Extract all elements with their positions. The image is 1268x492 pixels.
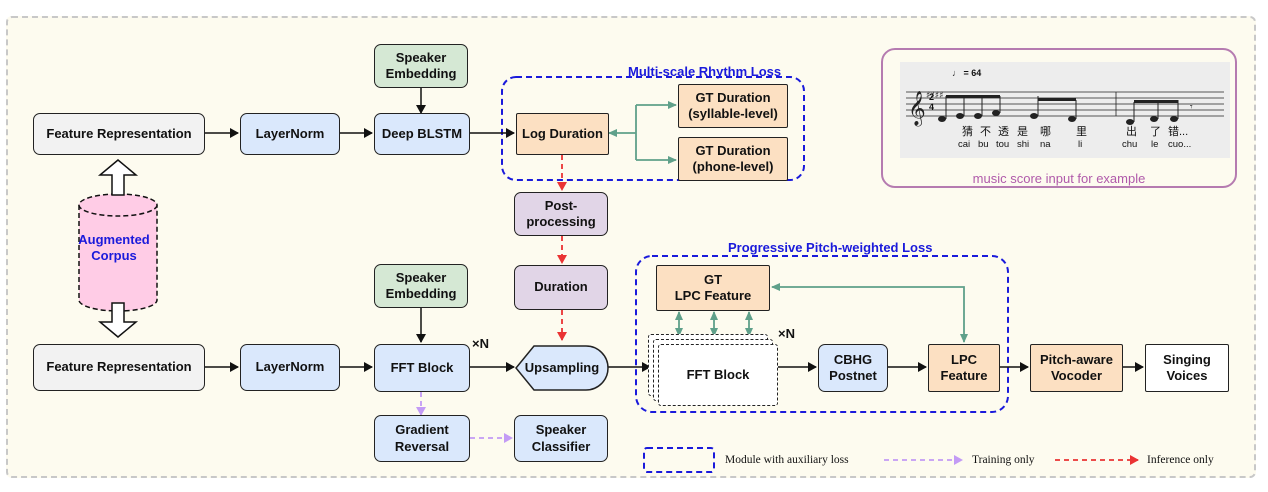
lyric-char: 了 bbox=[1150, 126, 1161, 138]
layernorm-bottom[interactable]: LayerNorm bbox=[240, 344, 340, 391]
lyric-char: 错... bbox=[1168, 126, 1189, 138]
fft-block[interactable]: FFT Block bbox=[374, 344, 470, 392]
lyric-pinyin: cuo... bbox=[1168, 139, 1192, 150]
lyric-pinyin: bu bbox=[978, 139, 989, 150]
multiscale-loss-title: Multi-scale Rhythm Loss bbox=[628, 64, 782, 79]
lyric-char: 里 bbox=[1076, 126, 1087, 138]
lyric-char: 不 bbox=[980, 126, 991, 138]
tempo-mark: ♩ = 64 bbox=[952, 68, 982, 78]
lyric-pinyin: chu bbox=[1122, 139, 1138, 150]
layernorm-top[interactable]: LayerNorm bbox=[240, 113, 340, 155]
speaker-embedding-top[interactable]: Speaker Embedding bbox=[374, 44, 468, 88]
time-sig-top: 2 bbox=[929, 92, 935, 102]
speaker-embedding-bottom[interactable]: Speaker Embedding bbox=[374, 264, 468, 308]
teal-link bbox=[771, 283, 968, 343]
lyric-char: 猜 bbox=[962, 126, 973, 138]
deep-blstm[interactable]: Deep BLSTM bbox=[374, 113, 470, 155]
pitch-loss-region bbox=[635, 255, 1009, 413]
pitch-loss-title: Progressive Pitch-weighted Loss bbox=[728, 240, 933, 255]
feature-representation-top[interactable]: Feature Representation bbox=[33, 113, 205, 155]
gt-duration-syllable[interactable]: GT Duration (syllable-level) bbox=[678, 84, 788, 128]
lyric-pinyin: li bbox=[1078, 139, 1083, 150]
up-hollow-arrow-icon bbox=[97, 159, 139, 196]
lyric-pinyin: le bbox=[1151, 139, 1159, 150]
lyric-pinyin: shi bbox=[1017, 139, 1030, 150]
lpc-feature[interactable]: LPC Feature bbox=[928, 344, 1000, 392]
legend-training-label: Training only bbox=[972, 454, 1035, 466]
gt-lpc-feature[interactable]: GT LPC Feature bbox=[656, 265, 770, 311]
cbhg-postnet[interactable]: CBHG Postnet bbox=[818, 344, 888, 392]
legend-inference-label: Inference only bbox=[1147, 454, 1214, 466]
svg-text:𝄞: 𝄞 bbox=[908, 91, 926, 127]
lyric-pinyin: cai bbox=[958, 139, 971, 150]
legend-dashed-box-icon bbox=[643, 447, 715, 473]
lyric-pinyin: tou bbox=[996, 139, 1010, 150]
augmented-corpus-label: Augmented Corpus bbox=[78, 232, 150, 264]
lyric-char: 哪 bbox=[1040, 126, 1051, 138]
upsampling-shape bbox=[515, 345, 609, 391]
upsampling[interactable]: Upsampling bbox=[524, 359, 600, 375]
time-sig-bottom: 4 bbox=[929, 102, 935, 112]
lyric-char: 是 bbox=[1017, 126, 1028, 138]
lyric-char: 出 bbox=[1126, 126, 1137, 138]
xn-left-label: ×N bbox=[472, 336, 489, 351]
gt-duration-phone[interactable]: GT Duration (phone-level) bbox=[678, 137, 788, 181]
duration[interactable]: Duration bbox=[514, 265, 608, 310]
music-score-image: 𝄞 ♯♯♯♯ 𝄾 ♩ = 64 2 4 猜 不 透 是 哪 里 出 了 错...… bbox=[900, 62, 1230, 158]
lyric-pinyin: na bbox=[1040, 139, 1051, 150]
log-duration[interactable]: Log Duration bbox=[516, 113, 609, 155]
feature-representation-bottom[interactable]: Feature Representation bbox=[33, 344, 205, 391]
corpus-database-icon bbox=[78, 193, 158, 312]
svg-text:♯♯♯♯: ♯♯♯♯ bbox=[926, 91, 943, 101]
fft-block-stack[interactable]: FFT Block bbox=[658, 344, 778, 406]
speaker-classifier[interactable]: Speaker Classifier bbox=[514, 415, 608, 462]
music-score-caption: music score input for example bbox=[972, 171, 1146, 186]
xn-right-label: ×N bbox=[778, 326, 795, 341]
pitch-aware-vocoder[interactable]: Pitch-aware Vocoder bbox=[1030, 344, 1123, 392]
multiscale-loss-region bbox=[501, 76, 805, 181]
post-processing[interactable]: Post- processing bbox=[514, 192, 608, 236]
staff-icon: 𝄞 ♯♯♯♯ 𝄾 bbox=[906, 91, 1224, 127]
legend-aux-loss-label: Module with auxiliary loss bbox=[725, 454, 849, 466]
down-hollow-arrow-icon bbox=[97, 302, 139, 338]
singing-voices[interactable]: Singing Voices bbox=[1145, 344, 1229, 392]
svg-text:𝄾: 𝄾 bbox=[1190, 102, 1193, 113]
gradient-reversal[interactable]: Gradient Reversal bbox=[374, 415, 470, 462]
lyric-char: 透 bbox=[998, 126, 1009, 138]
